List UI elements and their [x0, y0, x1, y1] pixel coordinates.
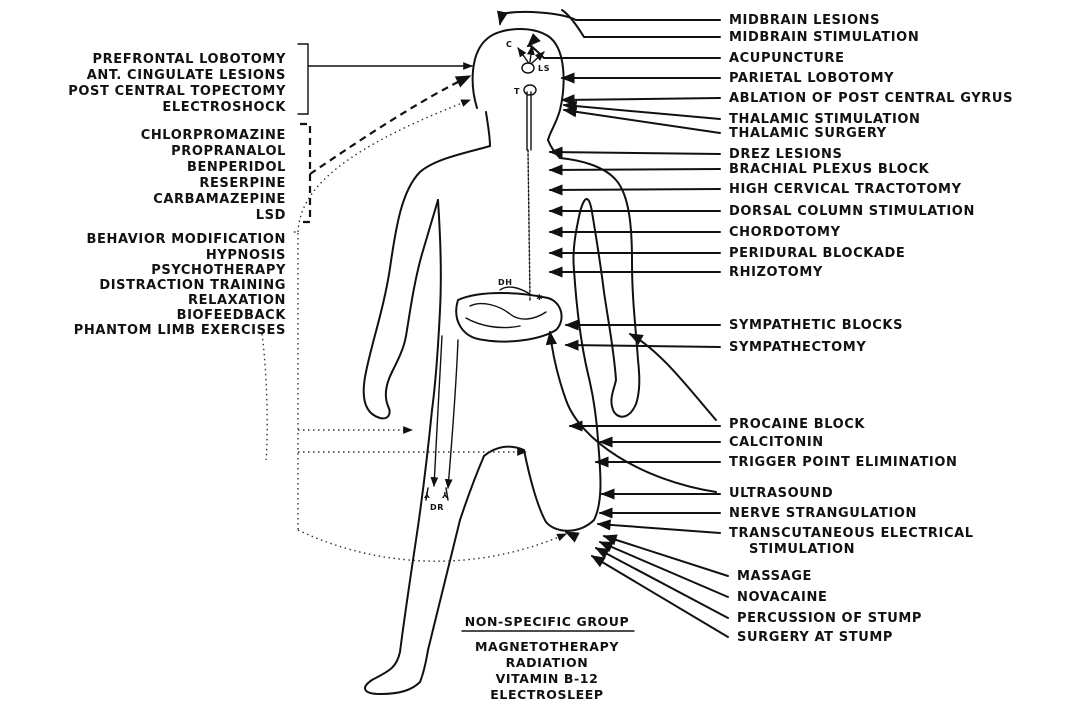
- label-hypnosis: HYPNOSIS: [206, 248, 286, 263]
- dorsal-horn-label: DH: [498, 278, 513, 287]
- receptor-mark-1: ⅄: [423, 491, 431, 500]
- thalamus-node: [524, 85, 536, 95]
- label-reserpine: RESERPINE: [199, 176, 286, 191]
- peripheral-nerves: DR ⅄ ⅄: [423, 336, 458, 512]
- label-trigger-point-elimination: TRIGGER POINT ELIMINATION: [729, 455, 958, 470]
- brain-structures: C LS T: [506, 40, 550, 96]
- label-rhizotomy: RHIZOTOMY: [729, 265, 823, 280]
- label-drez-lesions: DREZ LESIONS: [729, 147, 843, 162]
- label-transcutaneous-electrical: TRANSCUTANEOUS ELECTRICAL: [729, 526, 974, 541]
- label-midbrain-lesions: MIDBRAIN LESIONS: [729, 13, 880, 28]
- limbic-label: LS: [538, 64, 550, 73]
- cortex-label: C: [506, 40, 512, 49]
- label-electrosleep: ELECTROSLEEP: [490, 687, 603, 702]
- stump-outline: [524, 374, 601, 531]
- label-stimulation: STIMULATION: [749, 542, 855, 557]
- arrow-midbrain-lesions: [502, 12, 720, 20]
- label-high-cervical-tractotomy: HIGH CERVICAL TRACTOTOMY: [729, 182, 962, 197]
- label-massage: MASSAGE: [737, 569, 812, 584]
- dh-tick: ✱: [536, 293, 543, 302]
- label-post-central-topectomy: POST CENTRAL TOPECTOMY: [68, 84, 286, 99]
- label-relaxation: RELAXATION: [188, 293, 286, 308]
- bracket-psychological: [294, 232, 298, 530]
- torso-right-side: [573, 212, 588, 374]
- arrow-tractotomy: [550, 189, 720, 190]
- arrow-brachial: [550, 169, 720, 170]
- limbic-node: [522, 63, 534, 73]
- label-ablation-post-central-gyrus: ABLATION OF POST CENTRAL GYRUS: [729, 91, 1013, 106]
- bracket-surgical: [298, 44, 308, 114]
- arrow-stump-tip: [566, 532, 574, 536]
- dotted-arc-upper: [298, 100, 470, 232]
- non-specific-group: NON-SPECIFIC GROUP MAGNETOTHERAPY RADIAT…: [462, 614, 634, 702]
- bracket-drugs: [300, 124, 310, 222]
- label-phantom-limb-exercises: PHANTOM LIMB EXERCISES: [74, 323, 286, 338]
- label-psychotherapy: PSYCHOTHERAPY: [151, 263, 286, 278]
- receptor-mark-2: ⅄: [441, 491, 449, 500]
- arrow-drez: [550, 152, 720, 154]
- label-propranalol: PROPRANALOL: [171, 144, 286, 159]
- dorsal-horn-section: DH ✱: [456, 278, 561, 342]
- body-outline: [364, 29, 640, 694]
- label-calcitonin: CALCITONIN: [729, 435, 824, 450]
- label-brachial-plexus-block: BRACHIAL PLEXUS BLOCK: [729, 162, 930, 177]
- arrow-thalamic-surgery: [564, 110, 720, 133]
- label-sympathetic-blocks: SYMPATHETIC BLOCKS: [729, 318, 903, 333]
- right-arrows: [500, 10, 728, 637]
- label-lsd: LSD: [256, 208, 286, 223]
- label-chordotomy: CHORDOTOMY: [729, 225, 841, 240]
- label-sympathectomy: SYMPATHECTOMY: [729, 340, 866, 355]
- dorsal-root-label: DR: [430, 503, 444, 512]
- arrow-percussion: [596, 548, 728, 618]
- right-arm-outline: [560, 158, 639, 417]
- label-electroshock: ELECTROSHOCK: [162, 100, 286, 115]
- label-surgery-at-stump: SURGERY AT STUMP: [737, 630, 893, 645]
- spinal-cord: [527, 92, 531, 300]
- label-chlorpromazine: CHLORPROMAZINE: [141, 128, 286, 143]
- label-peridural-blockade: PERIDURAL BLOCKADE: [729, 246, 905, 261]
- head-outline: [473, 29, 564, 140]
- label-parietal-lobotomy: PARIETAL LOBOTOMY: [729, 71, 894, 86]
- right-labels: MIDBRAIN LESIONS MIDBRAIN STIMULATION AC…: [729, 13, 1013, 645]
- non-specific-heading: NON-SPECIFIC GROUP: [465, 614, 630, 629]
- label-behavior-modification: BEHAVIOR MODIFICATION: [87, 232, 287, 247]
- label-procaine-block: PROCAINE BLOCK: [729, 417, 865, 432]
- left-group-psychological: BEHAVIOR MODIFICATION HYPNOSIS PSYCHOTHE…: [74, 100, 566, 561]
- label-midbrain-stimulation: MIDBRAIN STIMULATION: [729, 30, 919, 45]
- label-radiation: RADIATION: [506, 655, 589, 670]
- thalamus-label: T: [514, 87, 520, 96]
- left-arm-outline: [364, 146, 490, 418]
- arrow-midbrain-stimulation: [562, 10, 720, 37]
- label-dorsal-column-stimulation: DORSAL COLUMN STIMULATION: [729, 204, 975, 219]
- label-ant-cingulate: ANT. CINGULATE LESIONS: [87, 68, 286, 83]
- label-distraction-training: DISTRACTION TRAINING: [99, 278, 286, 293]
- left-group-surgical: PREFRONTAL LOBOTOMY ANT. CINGULATE LESIO…: [68, 44, 472, 115]
- arrow-sympathectomy: [566, 345, 720, 347]
- label-ultrasound: ULTRASOUND: [729, 486, 833, 501]
- label-magnetotherapy: MAGNETOTHERAPY: [475, 639, 619, 654]
- label-biofeedback: BIOFEEDBACK: [177, 308, 287, 323]
- arrow-ultrasound-curve: [550, 332, 716, 492]
- arrow-tens: [598, 524, 720, 533]
- dotted-arc-bottom: [298, 530, 566, 561]
- label-vitamin-b12: VITAMIN B-12: [496, 671, 599, 686]
- dotted-guide-1: [262, 334, 267, 460]
- label-nerve-strangulation: NERVE STRANGULATION: [729, 506, 917, 521]
- label-thalamic-surgery: THALAMIC SURGERY: [729, 126, 887, 141]
- label-novacaine: NOVACAINE: [737, 590, 827, 605]
- arrow-ablation: [562, 98, 720, 100]
- label-carbamazepine: CARBAMAZEPINE: [153, 192, 286, 207]
- arrow-thalamic-stimulation: [564, 105, 720, 119]
- label-acupuncture: ACUPUNCTURE: [729, 51, 845, 66]
- left-arm-inner: [392, 200, 438, 372]
- label-percussion-of-stump: PERCUSSION OF STUMP: [737, 611, 922, 626]
- label-thalamic-stimulation: THALAMIC STIMULATION: [729, 112, 921, 127]
- label-benperidol: BENPERIDOL: [187, 160, 286, 175]
- label-prefrontal-lobotomy: PREFRONTAL LOBOTOMY: [93, 52, 286, 67]
